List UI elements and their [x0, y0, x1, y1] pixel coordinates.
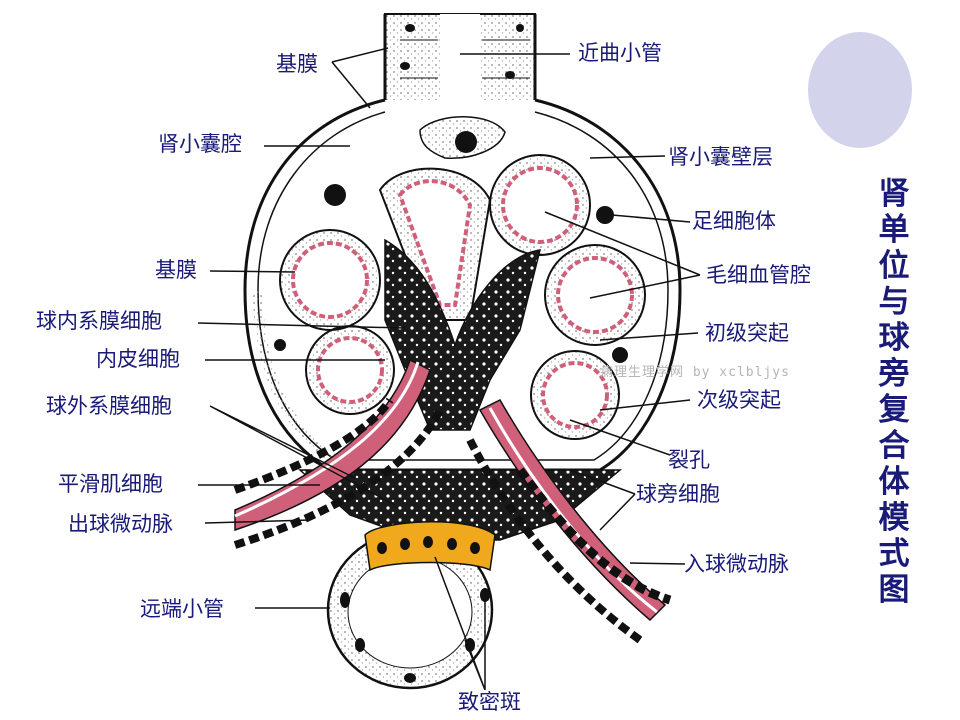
label-intraglomerular-mesangial: 球内系膜细胞	[36, 309, 162, 333]
label-endothelial-cell: 内皮细胞	[96, 347, 180, 371]
label-primary-process: 初级突起	[705, 321, 789, 345]
label-afferent-arteriole: 入球微动脉	[684, 552, 789, 576]
label-efferent-arteriole: 出球微动脉	[68, 512, 173, 536]
label-slit-pore: 裂孔	[668, 448, 710, 472]
efferent-arteriole	[233, 358, 444, 549]
label-basement-membrane-left: 基膜	[155, 258, 197, 282]
capillary-loops	[279, 154, 646, 440]
podocytes	[274, 116, 628, 363]
label-juxtaglomerular-cell: 球旁细胞	[636, 482, 720, 506]
watermark: 病理生理学网 by xclbljys	[600, 365, 790, 380]
label-extraglomerular-mesangial: 球外系膜细胞	[46, 394, 172, 418]
label-proximal-tubule: 近曲小管	[578, 41, 662, 65]
label-podocyte-body: 足细胞体	[692, 209, 776, 233]
macula-densa	[364, 521, 496, 572]
afferent-arteriole	[466, 399, 672, 644]
label-capsule-cavity: 肾小囊腔	[158, 132, 242, 156]
label-distal-tubule: 远端小管	[140, 597, 224, 621]
label-capillary-lumen: 毛细血管腔	[706, 263, 811, 287]
label-basement-membrane-top: 基膜	[276, 52, 318, 76]
vertical-title: 肾单位与球旁复合体模式图	[878, 176, 910, 608]
label-capsule-parietal: 肾小囊壁层	[668, 145, 773, 169]
label-smooth-muscle: 平滑肌细胞	[58, 472, 163, 496]
leader-lines	[197, 47, 701, 691]
label-secondary-process: 次级突起	[697, 388, 781, 412]
decorative-circle	[808, 32, 912, 148]
label-macula-densa: 致密斑	[458, 690, 521, 714]
